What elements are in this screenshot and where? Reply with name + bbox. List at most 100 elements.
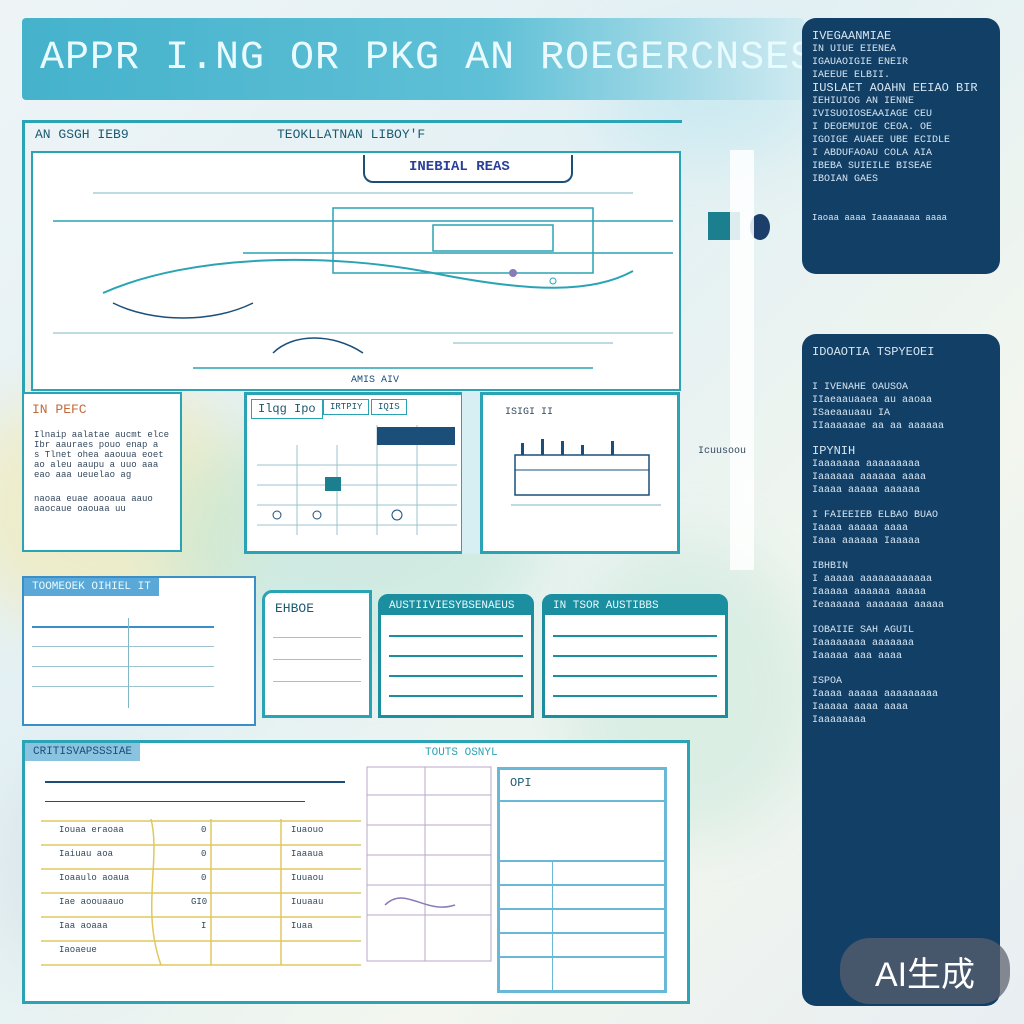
spec-line: Iaaaaaaaa aaaaaaa <box>812 638 915 649</box>
chart-card: ISIGI II <box>480 392 680 554</box>
layout-grid <box>257 425 457 535</box>
data-table: Iouaa eraoaa Iaiuau aoa Ioaaulo aoaua Ia… <box>41 819 361 969</box>
chart-card-title: ISIGI II <box>505 407 554 418</box>
sidebar-line: IGAUAOIGIE ENEIR <box>812 57 909 68</box>
spec-line: ISaeaauaau IA <box>812 408 891 419</box>
side-annotation: Icuusoou <box>698 446 747 457</box>
spec-group: IOBAIIE SAH AGUIL Iaaaaaaaa aaaaaaa Iaaa… <box>812 624 990 663</box>
sidebar-line: IEHIUIOG AN IENNE <box>812 96 915 107</box>
table-cell: Ioaaulo aoaua <box>59 873 130 883</box>
text-line: naoaa euae aooaua aauo <box>34 494 153 504</box>
spec-group: I IVENAHE OAUSOA IIaeaauaaea au aaoaa IS… <box>812 381 990 433</box>
panel-1: TOOMEOEK OIHIEL IT <box>22 576 256 726</box>
spec-line: Iaaaaa aaaa aaaa <box>812 702 909 713</box>
sidebar-line: IGOIGE AUAEE UBE ECIDLE <box>812 135 951 146</box>
mini-diagram <box>511 439 661 506</box>
text-line: s Tlnet ohea aaouua eoet <box>34 450 164 460</box>
bottom-center-title: TOUTS OSNYL <box>425 747 498 759</box>
panel-3-header: AUSTIIVIESYBSENAEUS <box>381 597 531 615</box>
diagram-caption: AMIS AIV <box>351 375 400 386</box>
spec-heading: IPYNIH <box>812 444 856 458</box>
spec-heading: IOBAIIE SAH AGUIL <box>812 625 915 636</box>
sidebar-line: IUSLAET AOAHN EEIAO BIR <box>812 81 978 95</box>
spec-line: Iaaa aaaaaa Iaaaaa <box>812 536 921 547</box>
table-cell: Iaa aoaaa <box>59 921 108 931</box>
table-cell: I <box>201 921 207 931</box>
spec-group: IPYNIH Iaaaaaaa aaaaaaaaa Iaaaaaa aaaaaa… <box>812 445 990 497</box>
panel-2: EHBOE <box>262 590 372 718</box>
spec-line: Iaaaaaaaa <box>812 715 867 726</box>
top-diagram-panel: AN GSGH IEB9 TEOKLLATNAN LIBOY'F INEBIAL… <box>22 120 682 392</box>
table-cell: Iae aoouaauo <box>59 897 124 907</box>
spec-line: Iaaaa aaaaa aaaaaaaaa <box>812 689 939 700</box>
spec-line: Ieaaaaaa aaaaaaa aaaaa <box>812 600 945 611</box>
spec-group: IBHBIN I aaaaa aaaaaaaaaaaa Iaaaaa aaaaa… <box>812 560 990 612</box>
node-dot-icon <box>750 214 770 240</box>
text-line: eao aaa ueuelao ag <box>34 470 132 480</box>
chip-frame <box>363 155 573 183</box>
sidebar-info-card: IVEGAANMIAE IN UIUE EIENEA IGAUAOIGIE EN… <box>802 18 1000 274</box>
text-line: aaocaue oaouaa uu <box>34 504 126 514</box>
table-cell: 0 <box>201 849 207 859</box>
info-card-title: IN PEFC <box>32 402 87 417</box>
table-cell: Iaiuau aoa <box>59 849 114 859</box>
sidebar-line: I DEOEMUIOE CEOA. OE <box>812 122 933 133</box>
card-gap <box>462 392 484 554</box>
panel-4-header: IN TSOR AUSTIBBS <box>545 597 725 615</box>
panel-3-title: AUSTIIVIESYBSENAEUS <box>389 600 515 612</box>
panel-left-label: AN GSGH IEB9 <box>35 127 129 142</box>
sidebar-spec-title: IDOAOTIA TSPYEOEI <box>812 345 935 359</box>
table-cell: Iouaa eraoaa <box>59 825 124 835</box>
table-cell: Iuaouo <box>291 825 324 835</box>
spec-heading: IBHBIN <box>812 561 849 572</box>
layout-card: Ilqg Ipo IRTPIY IQIS <box>244 392 464 554</box>
spec-line: Iaaaaa aaa aaaa <box>812 651 903 662</box>
table-cell: Iuuaau <box>291 897 324 907</box>
side-rail <box>730 150 754 570</box>
diagram-canvas: INEBIAL REAS AMIS AIV <box>31 151 681 391</box>
table-cell: Iuaa <box>291 921 313 931</box>
page-title: APPR I.NG OR PKG AN ROEGERCNSESNBIY <box>40 36 804 81</box>
spec-heading: I FAIEEIEB ELBAO BUAO <box>812 510 939 521</box>
spec-group: ISPOA Iaaaa aaaaa aaaaaaaaa Iaaaaa aaaa … <box>812 675 990 727</box>
watermark-text: AI生成 <box>874 955 976 994</box>
panel-4-title: IN TSOR AUSTIBBS <box>553 600 659 612</box>
page-title-banner: APPR I.NG OR PKG AN ROEGERCNSESNBIY <box>22 18 804 100</box>
spec-line: Iaaaa aaaaa aaaaaa <box>812 485 921 496</box>
sidebar-line: IN UIUE EIENEA <box>812 44 897 55</box>
info-card: IN PEFC Ilnaip aalatae aucmt elce Ibr aa… <box>22 392 182 552</box>
spec-line: IIaaaaaae aa aa aaaaaa <box>812 421 945 432</box>
sidebar-line: IBOIAN GAES <box>812 174 879 185</box>
chip-label: INEBIAL REAS <box>409 159 510 175</box>
sidebar-line: IVEGAANMIAE <box>812 29 892 43</box>
spec-line: I aaaaa aaaaaaaaaaaa <box>812 574 933 585</box>
text-line: ao aleu aaupu a uuo aaa <box>34 460 159 470</box>
panel-2-title: EHBOE <box>275 601 315 616</box>
form-panel: OPI <box>497 767 667 993</box>
panel-4: IN TSOR AUSTIBBS <box>542 594 728 718</box>
tab-b[interactable]: IRTPIY <box>323 399 370 415</box>
spec-line: Iaaaaa aaaaaa aaaaa <box>812 587 927 598</box>
flow-lines <box>53 192 673 369</box>
spec-line: Iaaaa aaaaa aaaa <box>812 523 909 534</box>
spec-heading: I IVENAHE OAUSOA <box>812 382 909 393</box>
panel-3: AUSTIIVIESYBSENAEUS <box>378 594 534 718</box>
checklist-grid <box>366 766 492 962</box>
tab-a[interactable]: Ilqg Ipo <box>251 399 323 419</box>
table-cell: Iaoaeue <box>59 945 97 955</box>
spec-line: Iaaaaaaa aaaaaaaaa <box>812 459 921 470</box>
bottom-panel: CRITISVAPSSSIAE TOUTS OSNYL Iouaa eraoaa… <box>22 740 690 1004</box>
spec-line: Iaaaaaa aaaaaa aaaa <box>812 472 927 483</box>
table-cell: 0 <box>201 825 207 835</box>
ai-watermark-badge: AI生成 <box>840 938 1010 1004</box>
bottom-left-header: CRITISVAPSSSIAE <box>25 743 141 761</box>
spec-heading: ISPOA <box>812 676 843 687</box>
tab-c[interactable]: IQIS <box>371 399 407 415</box>
form-panel-label: OPI <box>510 776 532 790</box>
table-grid <box>41 819 361 966</box>
sidebar-footer: Iaoaa aaaa Iaaaaaaaa aaaa <box>812 213 948 223</box>
sidebar-line: IVISUOIOSEAAIAGE CEU <box>812 109 933 120</box>
panel-1-header: TOOMEOEK OIHIEL IT <box>24 578 159 596</box>
table-cell: 0 <box>201 873 207 883</box>
table-cell: Iaaaua <box>291 849 324 859</box>
